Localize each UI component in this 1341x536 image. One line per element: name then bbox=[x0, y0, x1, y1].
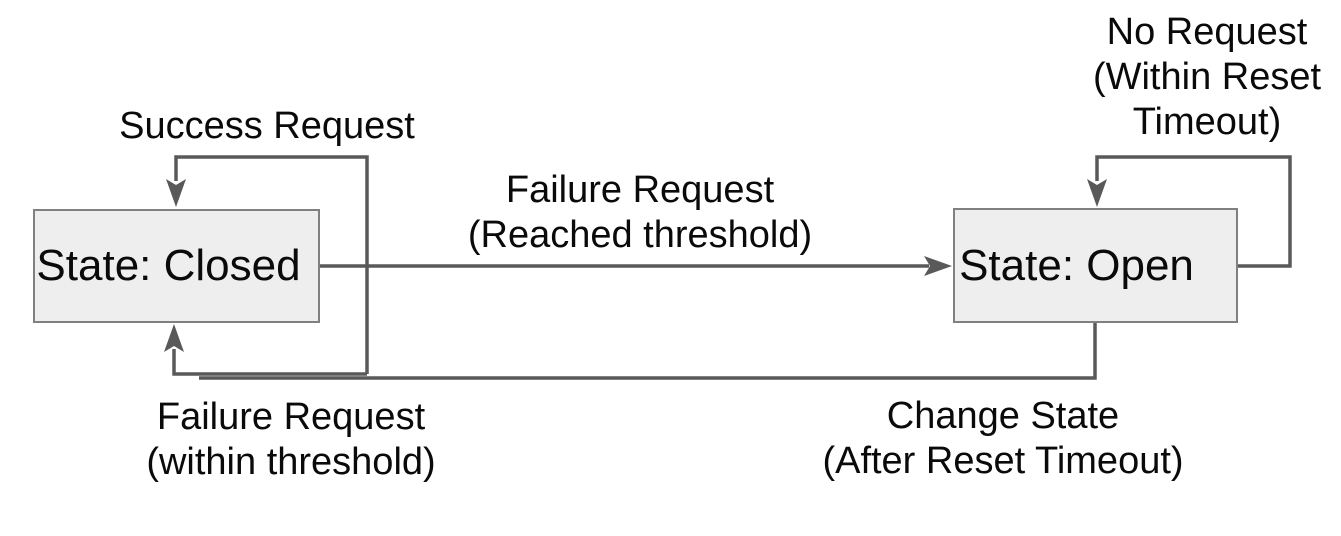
arrowhead-into-open-left-icon bbox=[924, 256, 952, 276]
loop-closed-bottom bbox=[172, 349, 367, 376]
transition-label-no-request: No Request (Within Reset Timeout) bbox=[1057, 10, 1341, 145]
label-line: Failure Request bbox=[505, 169, 775, 211]
state-box-closed: State: Closed bbox=[33, 209, 320, 323]
label-line: Success Request bbox=[119, 105, 415, 147]
arrowhead-into-closed-bottom-icon bbox=[164, 324, 184, 352]
label-line: Timeout) bbox=[1132, 101, 1282, 143]
loop-open bbox=[1095, 155, 1292, 268]
line-open-to-closed-return bbox=[199, 323, 1097, 380]
arrowhead-into-open-top-icon bbox=[1087, 179, 1107, 207]
transition-label-failure-within-threshold: Failure Request (within threshold) bbox=[66, 395, 516, 485]
transition-label-change-state: Change State (After Reset Timeout) bbox=[753, 394, 1253, 484]
label-line: (Within Reset bbox=[1092, 56, 1322, 98]
transition-label-success-request: Success Request bbox=[67, 104, 467, 149]
transition-label-failure-reached-threshold: Failure Request (Reached threshold) bbox=[390, 168, 890, 258]
state-closed-label: State: Closed bbox=[36, 241, 301, 290]
state-open-label: State: Open bbox=[959, 240, 1194, 290]
label-line: (within threshold) bbox=[146, 441, 436, 483]
state-box-open: State: Open bbox=[953, 208, 1238, 323]
label-line: Failure Request bbox=[156, 396, 426, 438]
label-line: Change State bbox=[886, 395, 1120, 437]
loop-closed-top bbox=[174, 155, 369, 374]
arrowhead-into-closed-top-icon bbox=[166, 179, 186, 207]
label-line: (After Reset Timeout) bbox=[822, 440, 1184, 482]
label-line: (Reached threshold) bbox=[467, 214, 813, 256]
label-line: No Request bbox=[1106, 11, 1308, 53]
